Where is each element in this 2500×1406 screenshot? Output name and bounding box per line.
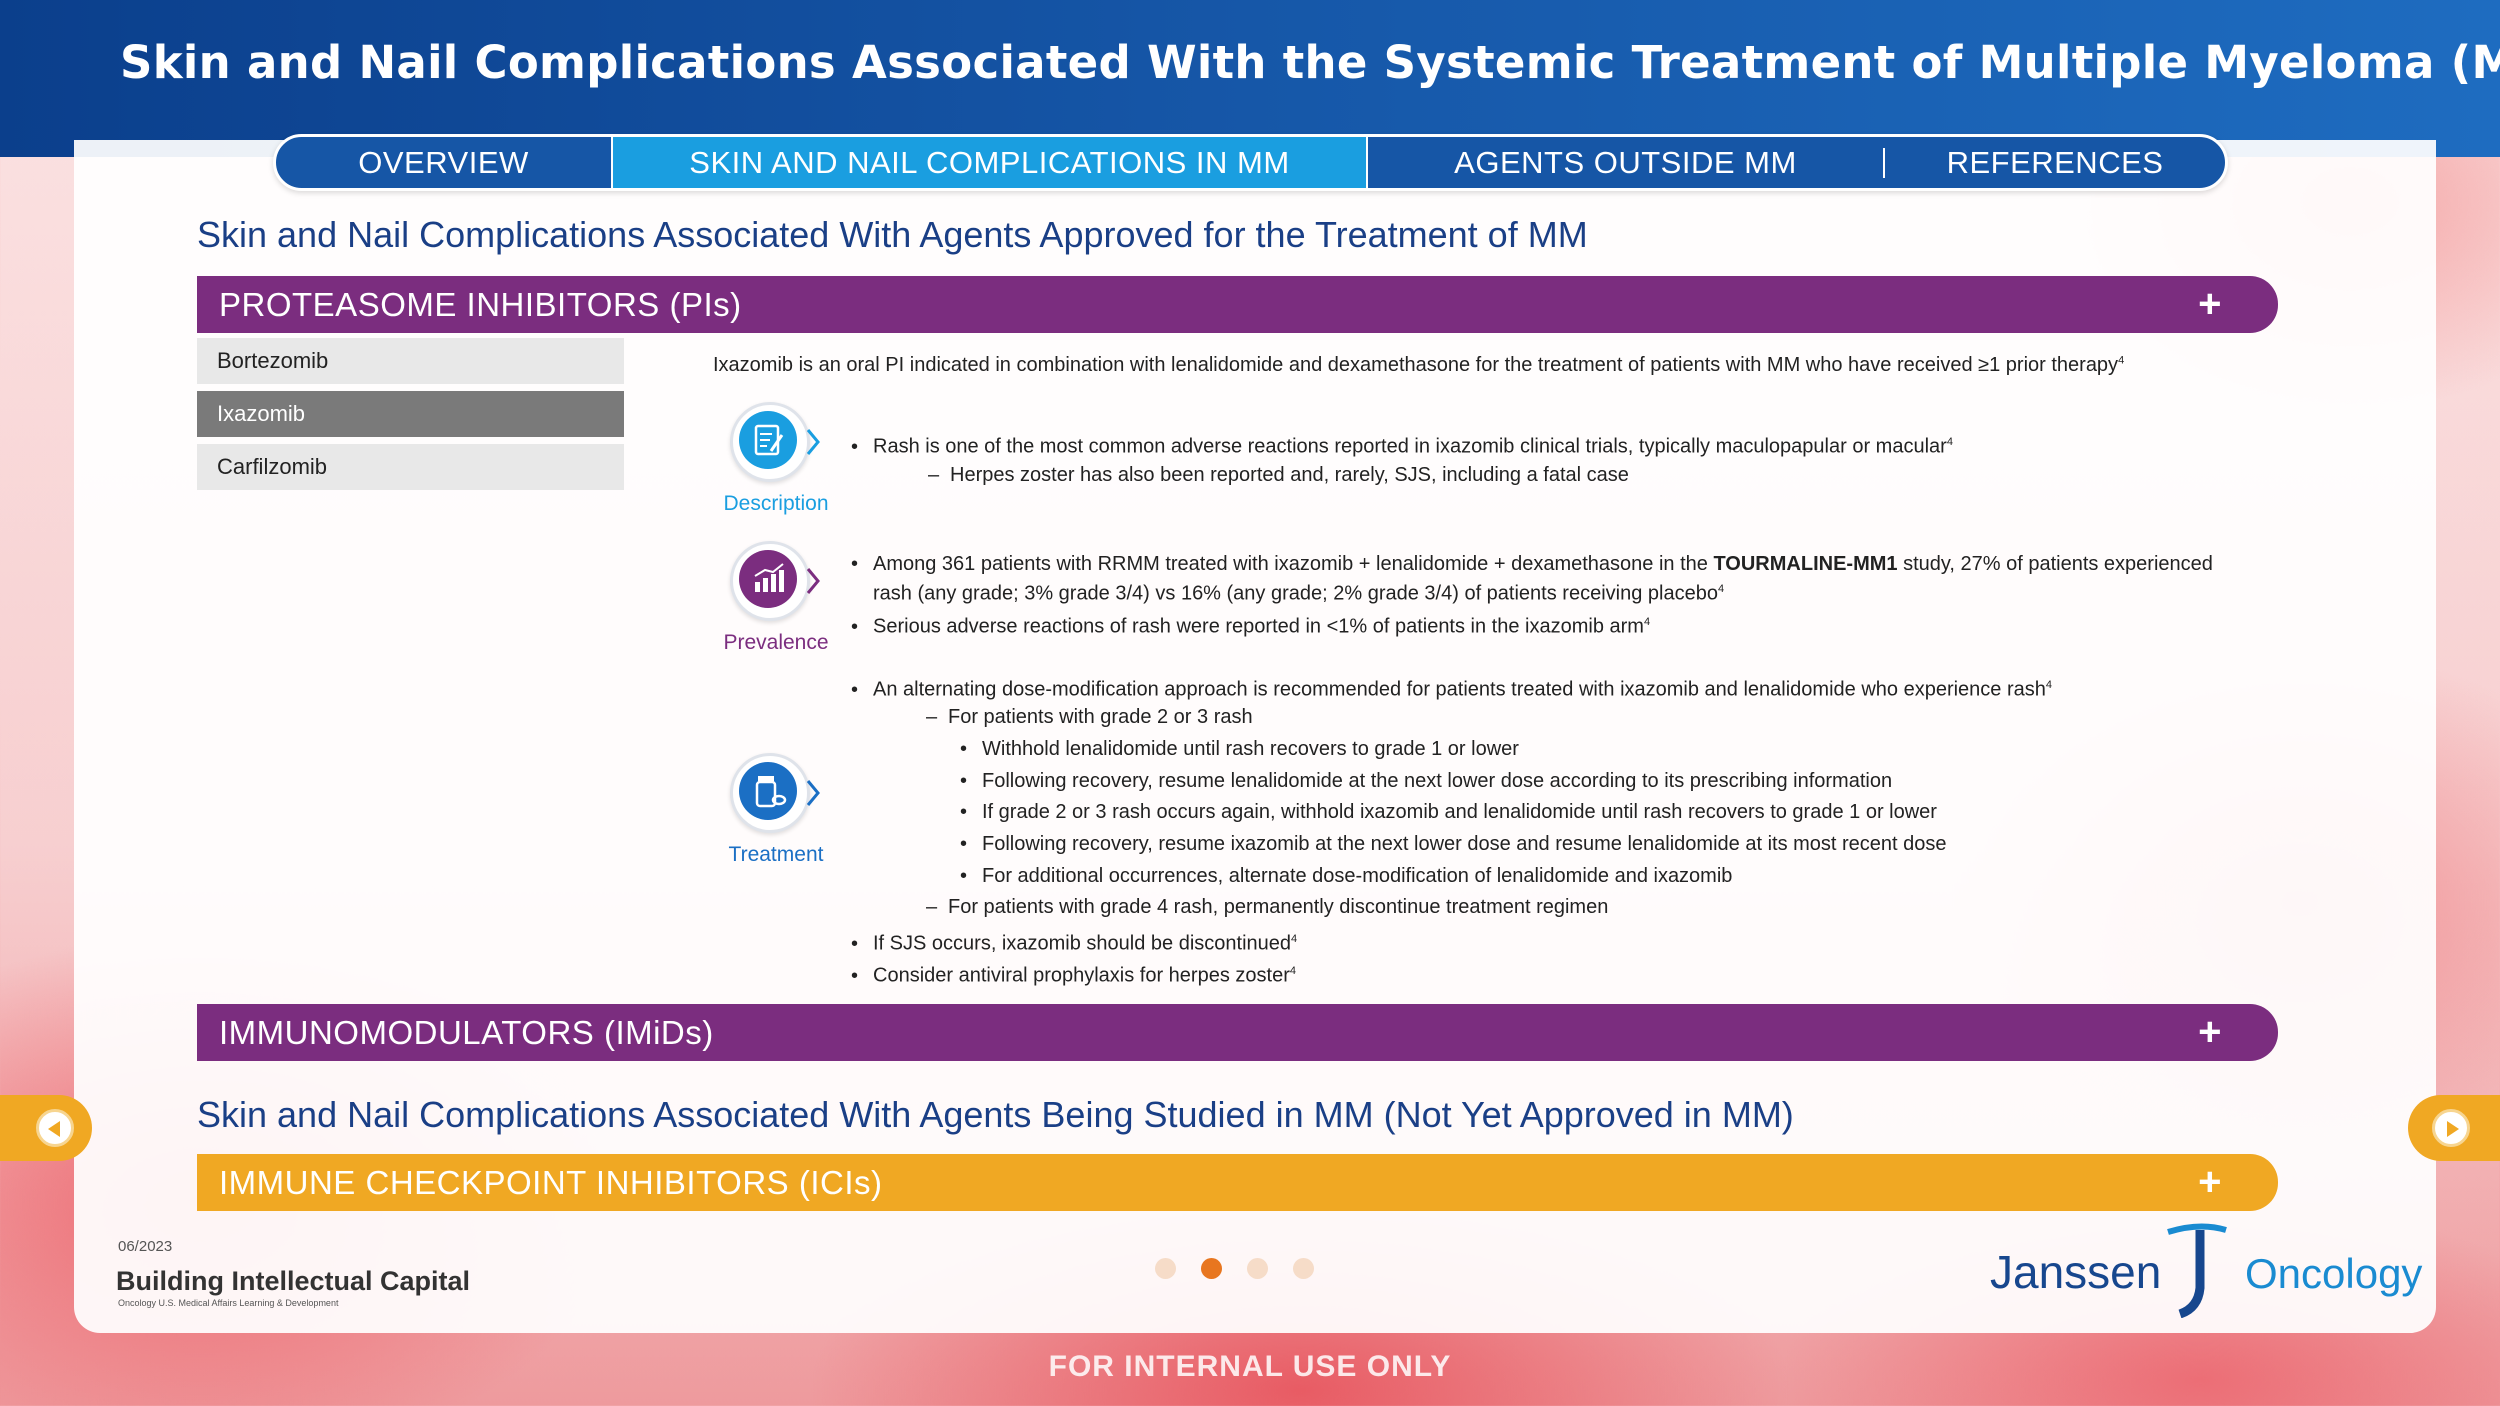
page-dot[interactable] [1155,1258,1176,1279]
previous-button[interactable] [0,1095,92,1161]
page-title: Skin and Nail Complications Associated W… [120,36,2500,89]
description-label: Description [723,492,829,515]
triangle-left-icon [48,1121,60,1137]
accordion-label: PROTEASOME INHIBITORS (PIs) [219,285,742,323]
bullet-treatment-1: •An alternating dose-modification approa… [851,678,2053,701]
prevalence-icon-badge [728,539,824,623]
accordion-immune-checkpoint-inhibitors[interactable]: IMMUNE CHECKPOINT INHIBITORS (ICIs) + [197,1154,2278,1211]
pagination-dots [1155,1258,1314,1279]
drug-item-bortezomib[interactable]: Bortezomib [197,338,624,384]
accordion-label: IMMUNOMODULATORS (IMiDs) [219,1013,714,1051]
tab-separator [1883,147,1885,178]
bullet-prevalence-2: •Serious adverse reactions of rash were … [851,615,1651,638]
triangle-right-icon [2447,1121,2459,1137]
document-edit-icon [739,411,797,469]
bullet-prevalence-1-line2: rash (any grade; 3% grade 3/4) vs 16% (a… [873,582,1725,605]
bullet-description-1a: –Herpes zoster has also been reported an… [928,464,1629,486]
drug-item-ixazomib[interactable]: Ixazomib [197,391,624,437]
brand-logo-text: Building Intellectual Capital [116,1266,471,1296]
medication-bottle-icon [739,762,797,820]
bullet-treatment-s2: –For patients with grade 4 rash, permane… [926,896,1609,918]
page-dot-active[interactable] [1201,1258,1222,1279]
section-title-studied: Skin and Nail Complications Associated W… [197,1094,1794,1135]
tab-overview[interactable]: OVERVIEW [358,144,529,180]
tab-skin-and-nail-complications[interactable]: SKIN AND NAIL COMPLICATIONS IN MM [611,137,1368,188]
internal-use-notice: FOR INTERNAL USE ONLY [1048,1350,1452,1383]
footer-date: 06/2023 [118,1238,173,1255]
page-dot[interactable] [1293,1258,1314,1279]
accordion-proteasome-inhibitors[interactable]: PROTEASOME INHIBITORS (PIs) + [197,276,2278,333]
accordion-label: IMMUNE CHECKPOINT INHIBITORS (ICIs) [219,1163,883,1201]
accordion-immunomodulators[interactable]: IMMUNOMODULATORS (IMiDs) + [197,1004,2278,1061]
tab-agents-outside-mm[interactable]: AGENTS OUTSIDE MM [1454,144,1797,180]
next-button[interactable] [2408,1095,2500,1161]
janssen-logo-icon [2167,1223,2227,1318]
drug-item-carfilzomib[interactable]: Carfilzomib [197,444,624,490]
bullet-prevalence-1: •Among 361 patients with RRMM treated wi… [851,553,2213,575]
bullet-treatment-s1b: •Following recovery, resume lenalidomide… [960,770,1893,792]
treatment-icon-badge [728,751,824,835]
oncology-logo-text: Oncology [2245,1250,2423,1297]
intro-text: Ixazomib is an oral PI indicated in comb… [713,354,2125,376]
description-icon-badge [728,400,824,484]
bullet-treatment-s1e: •For additional occurrences, alternate d… [960,865,1733,887]
tab-bar: OVERVIEW SKIN AND NAIL COMPLICATIONS IN … [273,134,2228,191]
bullet-treatment-s1d: •Following recovery, resume ixazomib at … [960,833,1947,855]
brand-subtitle: Oncology U.S. Medical Affairs Learning &… [118,1298,339,1308]
janssen-logo-text: Janssen [1990,1246,2162,1298]
plus-icon[interactable]: + [2198,1010,2222,1054]
bullet-treatment-s1c: •If grade 2 or 3 rash occurs again, with… [960,801,1937,823]
bullet-treatment-3: •Consider antiviral prophylaxis for herp… [851,964,1296,987]
prevalence-label: Prevalence [723,631,829,654]
section-title-approved: Skin and Nail Complications Associated W… [197,214,1588,255]
bullet-description-1: •Rash is one of the most common adverse … [851,435,1953,458]
page-dot[interactable] [1247,1258,1268,1279]
bar-chart-icon [739,550,797,608]
treatment-label: Treatment [728,843,824,866]
plus-icon[interactable]: + [2198,1160,2222,1204]
bullet-treatment-s1: –For patients with grade 2 or 3 rash [926,706,1253,728]
arrow-left-icon [36,1109,74,1147]
header-bar: Skin and Nail Complications Associated W… [0,0,2500,157]
tab-references[interactable]: REFERENCES [1946,144,2164,180]
bullet-treatment-2: •If SJS occurs, ixazomib should be disco… [851,932,1298,955]
arrow-right-icon [2432,1109,2470,1147]
plus-icon[interactable]: + [2198,282,2222,326]
bullet-treatment-s1a: •Withhold lenalidomide until rash recove… [960,738,1519,760]
